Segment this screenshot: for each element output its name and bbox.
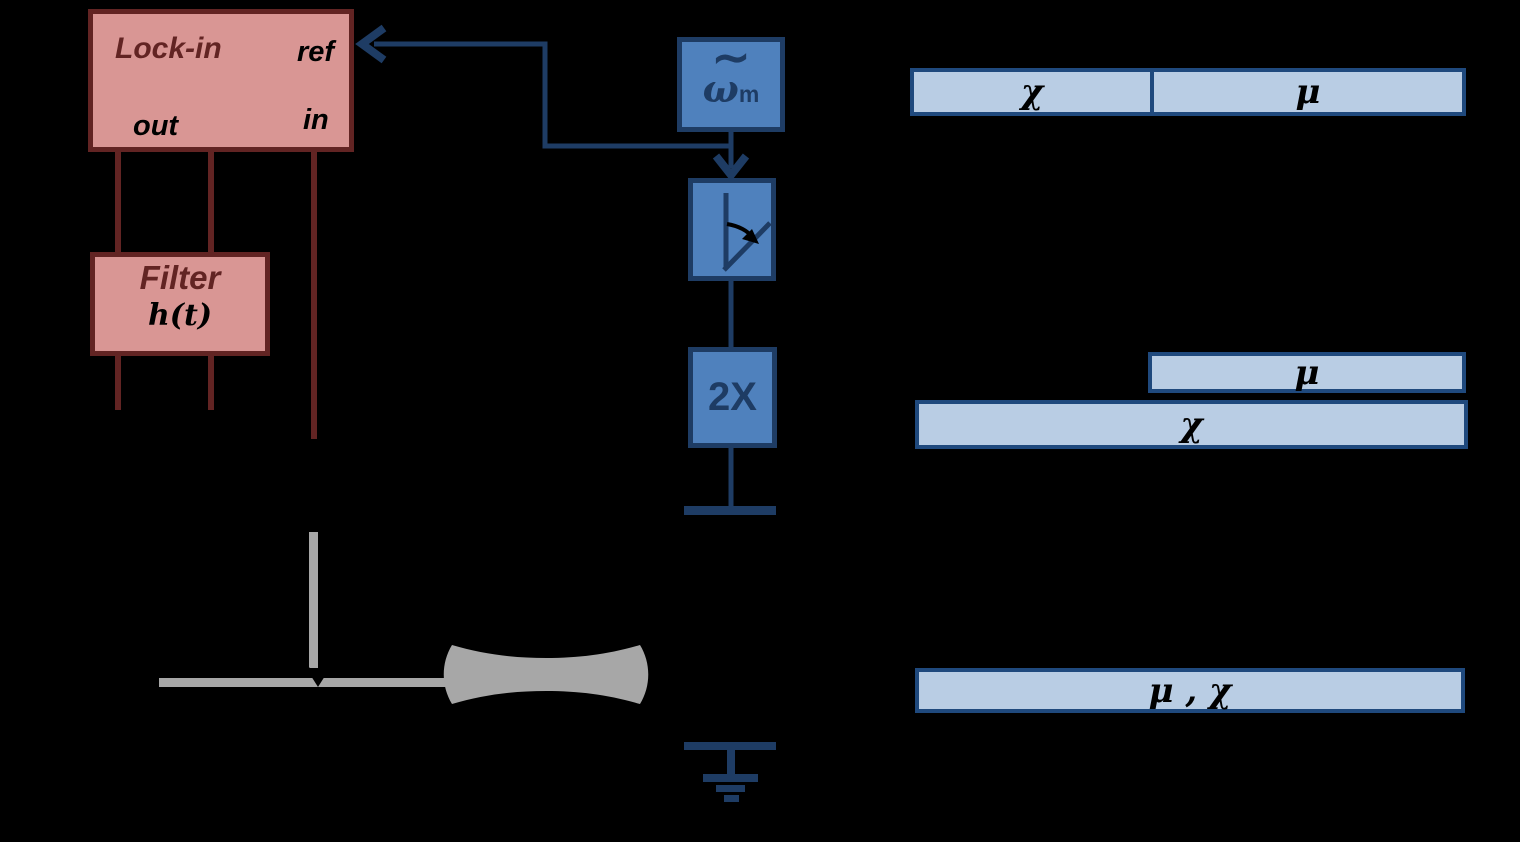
filter-formula: h(t)	[147, 298, 213, 333]
lockin-port-out: out	[133, 110, 179, 142]
filter-box: Filter h(t)	[90, 252, 270, 356]
lockin-box: Lock-in ref out in	[88, 9, 354, 152]
bar-bottom-label: μ , χ	[1148, 670, 1232, 711]
bar-mu-label: μ	[1294, 352, 1320, 393]
phase-shifter-box	[688, 178, 776, 281]
lockin-out-wire-2	[208, 152, 214, 253]
bar-top-segment-chi: χ	[914, 72, 1150, 112]
bar-top: χ μ	[910, 68, 1466, 116]
bar-bottom: μ , χ	[915, 668, 1465, 713]
waveguide-line	[159, 678, 449, 687]
ground-stem	[727, 748, 735, 777]
bar-top-chi-label: χ	[1020, 72, 1044, 112]
filter-out-wire-2	[208, 356, 214, 410]
lockin-title: Lock-in	[115, 32, 222, 65]
filter-out-wire-1	[115, 356, 121, 410]
bar-mu: μ	[1148, 352, 1466, 393]
ground-bar-small	[716, 785, 745, 792]
oscillator-symbol: ωm	[682, 70, 780, 117]
cavity-icon	[443, 645, 649, 704]
ground-bar-mid	[703, 774, 758, 782]
lockin-port-ref: ref	[297, 36, 335, 68]
ground-bar-top	[684, 742, 776, 750]
coupler-notch	[306, 668, 330, 687]
doubler-box: 2X	[688, 347, 777, 448]
oscillator-omega: ω	[702, 66, 739, 111]
filter-title: Filter	[139, 259, 221, 296]
arrowhead-left-icon	[355, 24, 387, 64]
lockin-out-wire-1	[115, 152, 121, 253]
arrowhead-down-icon	[712, 153, 750, 182]
doubler-label: 2X	[708, 375, 757, 419]
oscillator-subscript: m	[738, 81, 760, 107]
bar-top-segment-mu: μ	[1150, 72, 1462, 112]
bar-mu-notch	[1369, 339, 1386, 350]
electrode-bar	[684, 506, 776, 515]
bar-chi-label: χ	[1180, 404, 1203, 445]
ground-bar-tiny	[724, 795, 739, 802]
phase-box-right-tick	[776, 229, 781, 238]
lockin-in-wire	[311, 152, 317, 439]
lockin-port-in: in	[303, 104, 329, 136]
bar-top-mu-label: μ	[1295, 72, 1321, 112]
fiber-taper-line	[309, 532, 318, 674]
bar-chi: χ	[915, 400, 1468, 449]
oscillator-box: ∼ ωm	[677, 34, 785, 132]
phase-shifter-icon	[722, 193, 771, 272]
